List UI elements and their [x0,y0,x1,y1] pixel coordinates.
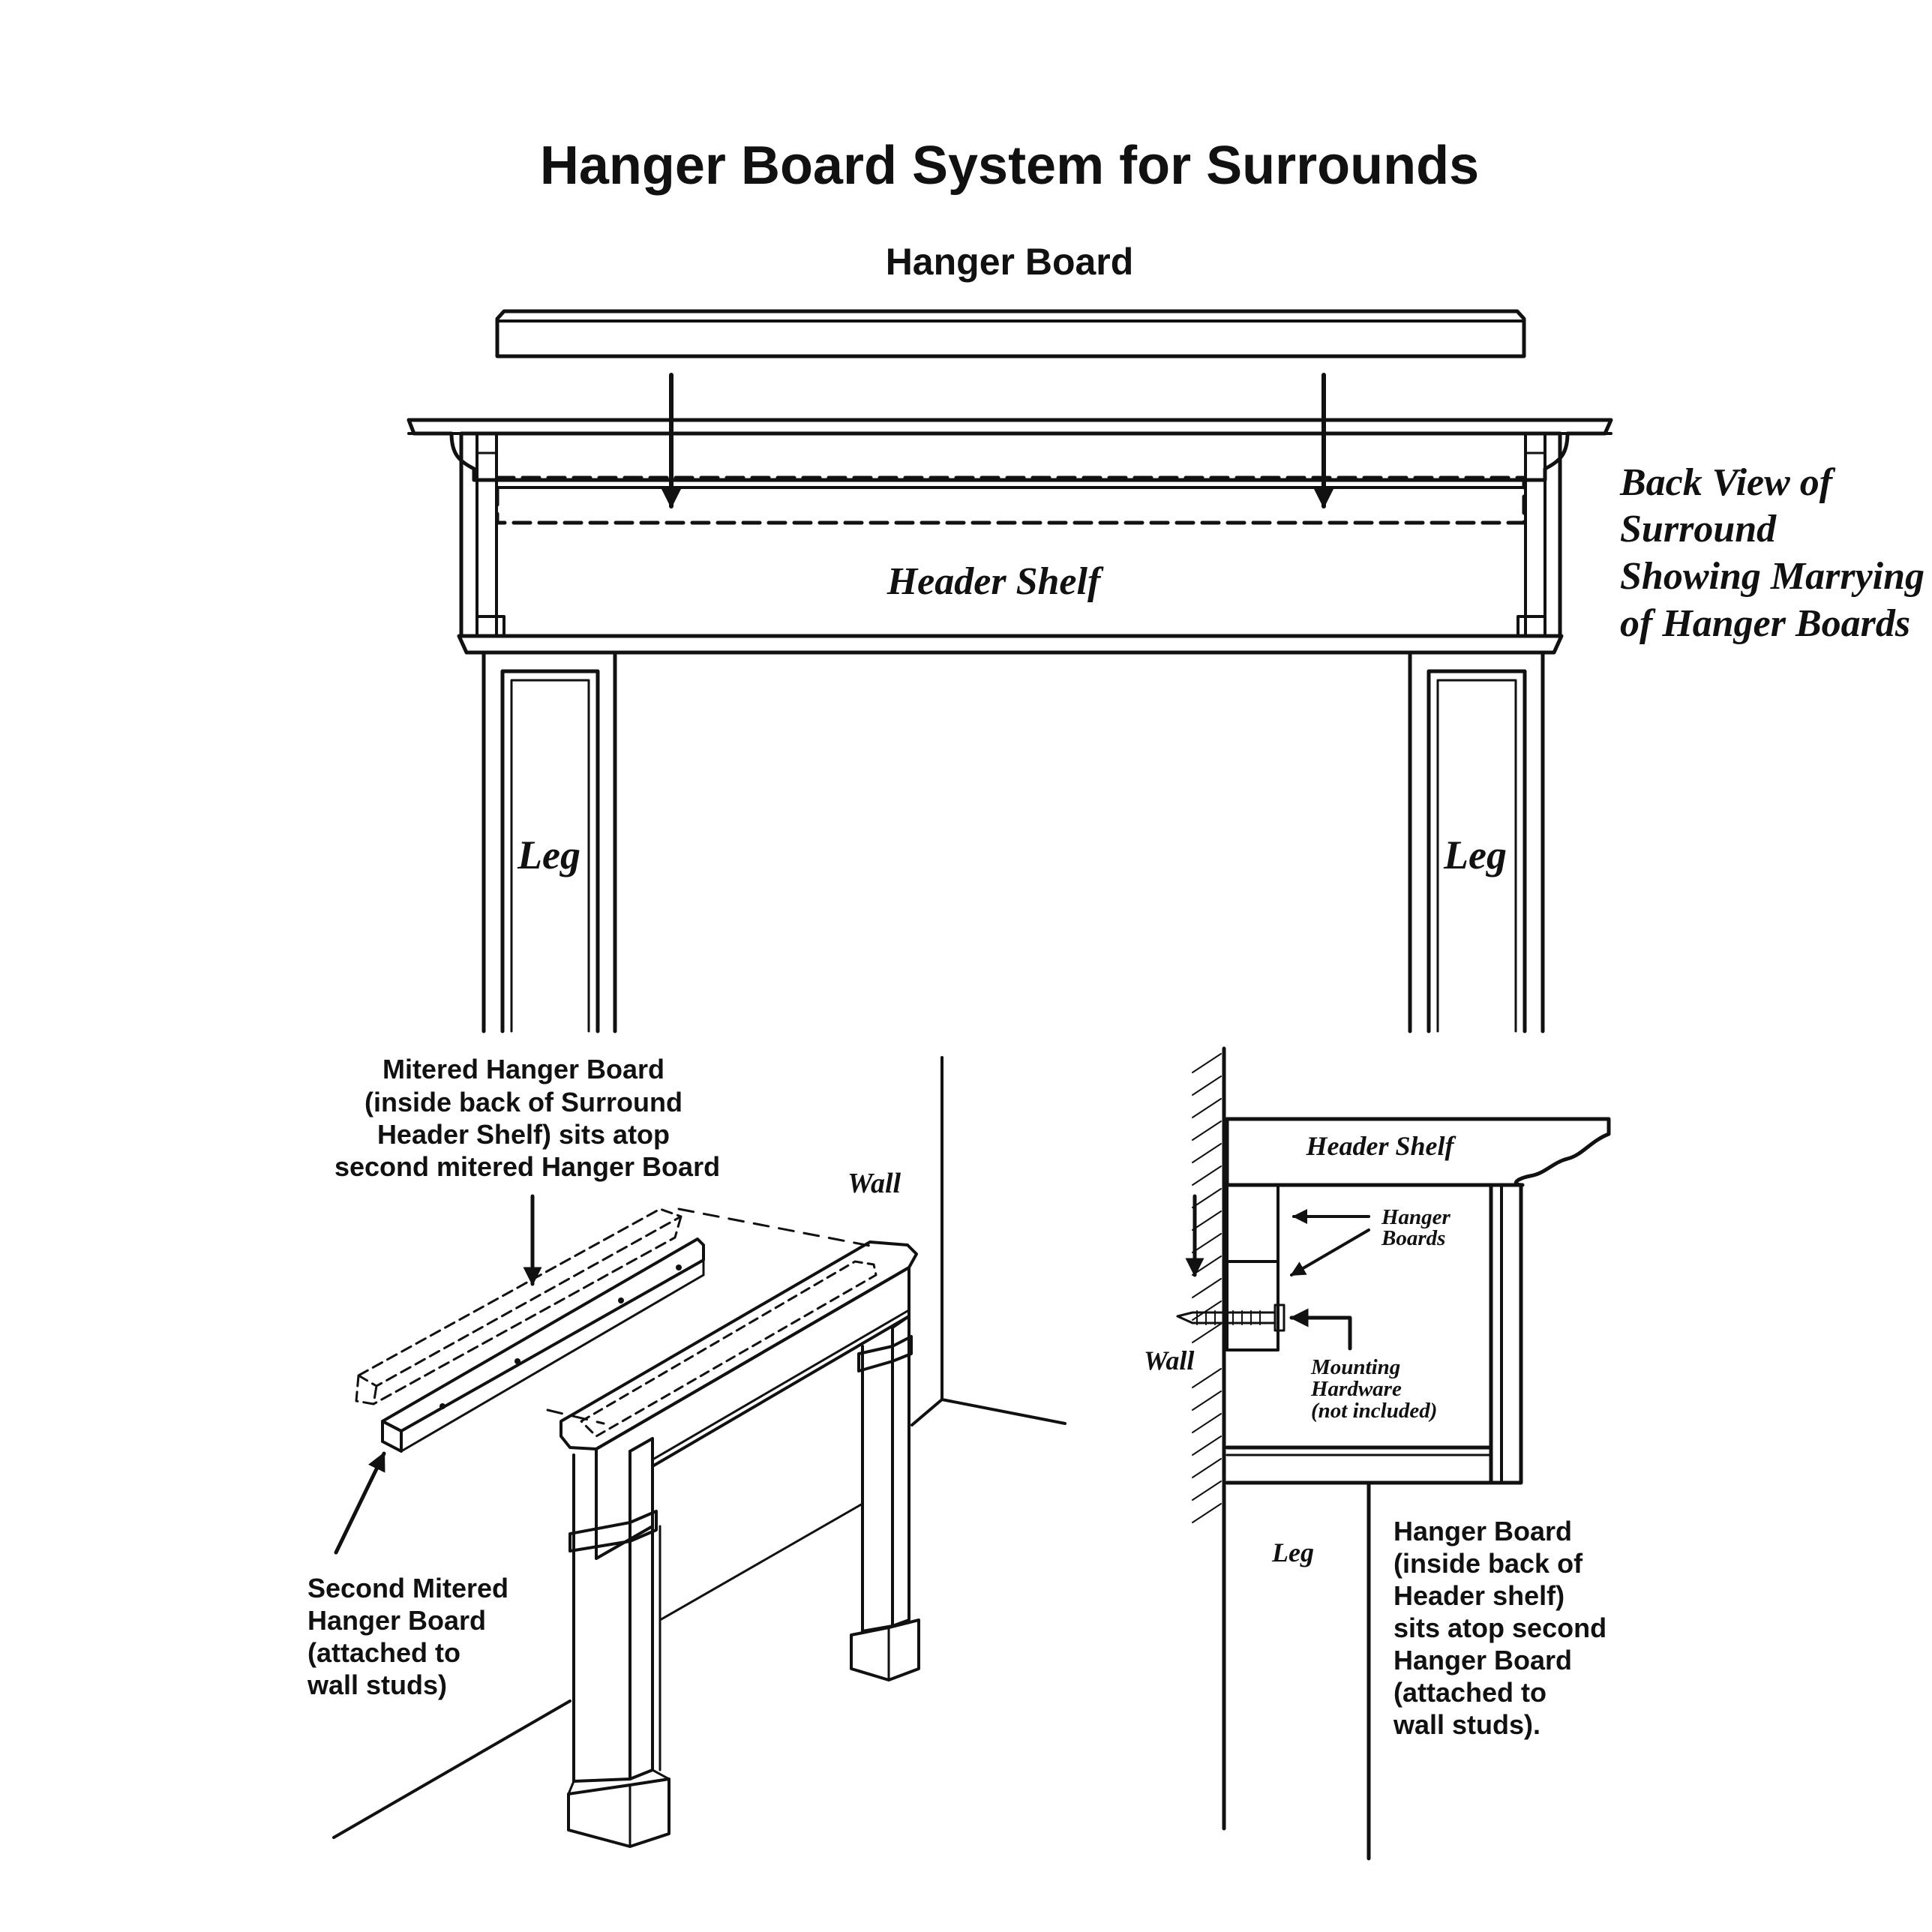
header-shelf-panel [459,431,1562,638]
arrow-to-second-board [334,1451,386,1555]
leg-left-label: Leg [517,832,580,878]
room-corner [332,1056,1066,1839]
wall-label-side: Wall [1144,1346,1194,1376]
second-mitered-caption: Second Mitered Hanger Board (attached to… [307,1573,516,1700]
header-shelf-top [406,418,1613,482]
mitered-board-dashed [355,1208,682,1406]
right-leg: Leg [1408,650,1545,1034]
wall-hatching [1192,1053,1222,1523]
perspective-view-diagram: Mitered Hanger Board (inside back of Sur… [307,1054,1066,1848]
back-view-caption: Back View of Surround Showing Marrying o… [1619,461,1932,645]
back-view-diagram: Hanger Board Header Shelf Leg [406,241,1932,1034]
hanger-board-shape [495,309,1526,358]
hanger-board-label: Hanger Board [886,241,1134,283]
leg-label-side: Leg [1271,1538,1314,1568]
side-section-diagram: Header Shelf Hanger Boards Mounting Hard… [1144,1046,1614,1861]
left-leg: Leg [482,650,617,1034]
arrow-lower-board [1290,1228,1370,1276]
lower-hanger-board [1226,1260,1280,1352]
side-note-caption: Hanger Board (inside back of Header shel… [1393,1516,1614,1740]
arrow-mounting [1289,1308,1352,1351]
header-shelf-label: Header Shelf [886,560,1104,603]
header-shelf-label-side: Header Shelf [1306,1131,1456,1161]
hanger-board-dashed-outline [495,476,1526,525]
upper-hanger-board [1226,1184,1280,1263]
wall-label-perspective: Wall [848,1168,902,1199]
leg-right-label: Leg [1443,832,1507,878]
mantel-perspective [560,1240,920,1848]
mounting-screw [1176,1304,1286,1332]
header-shelf-profile [1225,1117,1611,1187]
mitered-hanger-caption: Mitered Hanger Board (inside back of Sur… [334,1054,720,1182]
mounting-hardware-label: Mounting Hardware (not included) [1310,1355,1437,1423]
hanger-boards-label: Hanger Boards [1381,1205,1456,1250]
page-title: Hanger Board System for Surrounds [540,136,1479,196]
second-hanger-board [381,1238,705,1453]
